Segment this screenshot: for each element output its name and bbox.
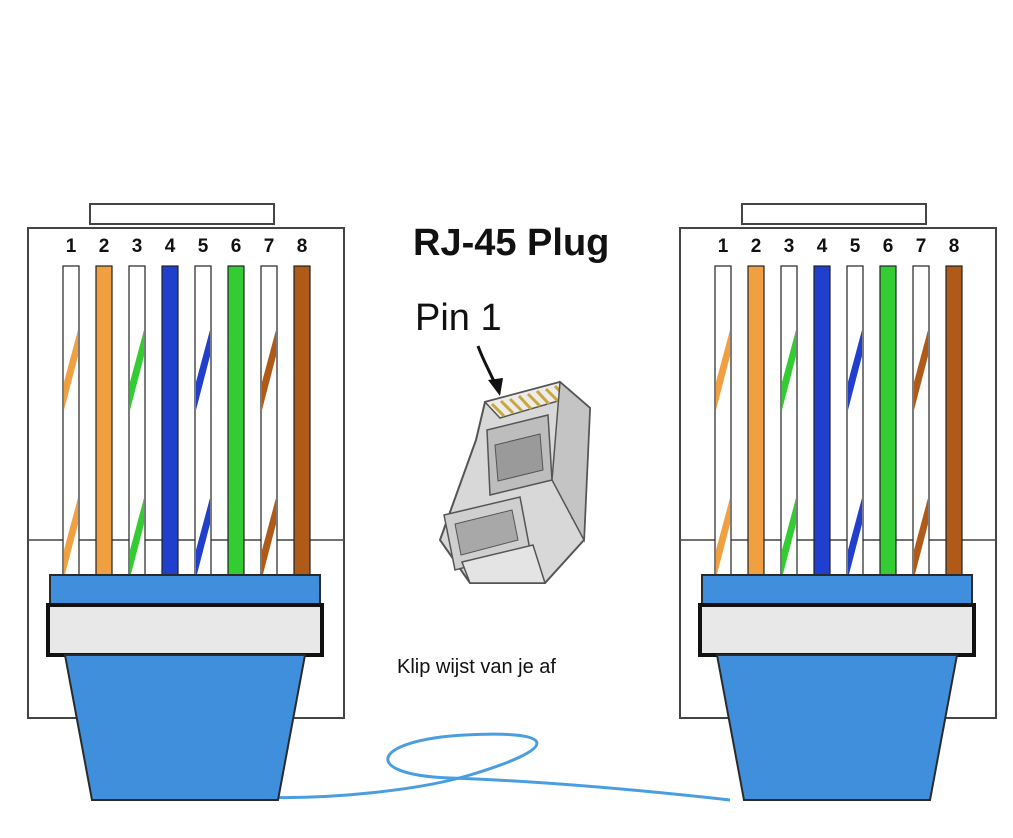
wire-pin-7 bbox=[260, 265, 278, 583]
wire-body bbox=[293, 265, 311, 583]
pin-1-label: Pin 1 bbox=[415, 297, 502, 339]
pin-number: 3 bbox=[132, 236, 143, 257]
cable-boot bbox=[715, 654, 959, 801]
wire-body bbox=[227, 265, 245, 583]
wire-pin-4 bbox=[813, 265, 831, 583]
pin-number: 7 bbox=[916, 236, 927, 257]
wire-stripe bbox=[782, 330, 796, 410]
wire-body bbox=[161, 265, 179, 583]
wire-pin-5 bbox=[846, 265, 864, 583]
connecting-cable bbox=[254, 732, 731, 802]
wire-pin-1 bbox=[62, 265, 80, 583]
wire-pin-7 bbox=[912, 265, 930, 583]
wire-stripe bbox=[196, 498, 210, 578]
strain-relief-band bbox=[46, 603, 324, 657]
wire-pin-1 bbox=[714, 265, 732, 583]
wire-pin-8 bbox=[945, 265, 963, 583]
wire-stripe bbox=[64, 330, 78, 410]
cable-boot bbox=[63, 654, 307, 801]
wire-pin-5 bbox=[194, 265, 212, 583]
wire-pin-3 bbox=[128, 265, 146, 583]
wire-pin-2 bbox=[747, 265, 765, 583]
plug-right: 1 2 3 4 5 6 7 8 bbox=[679, 203, 997, 801]
clip-note: Klip wijst van je af bbox=[397, 656, 556, 678]
diagram-title: RJ-45 Plug bbox=[413, 222, 609, 264]
wire-stripe bbox=[782, 498, 796, 578]
pin-number: 5 bbox=[198, 236, 209, 257]
wire-stripe bbox=[716, 498, 730, 578]
wire-body bbox=[813, 265, 831, 583]
wire-pin-6 bbox=[879, 265, 897, 583]
wire-body bbox=[747, 265, 765, 583]
wire-stripe bbox=[64, 498, 78, 578]
pin-number: 5 bbox=[850, 236, 861, 257]
wire-stripe bbox=[914, 330, 928, 410]
wire-pin-3 bbox=[780, 265, 798, 583]
wire-pin-8 bbox=[293, 265, 311, 583]
pin-number: 4 bbox=[165, 236, 176, 257]
wire-pin-4 bbox=[161, 265, 179, 583]
pin-number: 1 bbox=[718, 236, 729, 257]
wire-body bbox=[879, 265, 897, 583]
wire-stripe bbox=[130, 330, 144, 410]
wire-pin-2 bbox=[95, 265, 113, 583]
plug-left: 1 2 3 4 5 6 7 8 bbox=[27, 203, 345, 801]
pin-number: 8 bbox=[949, 236, 960, 257]
wire-stripe bbox=[130, 498, 144, 578]
pin-number: 1 bbox=[66, 236, 77, 257]
wire-stripe bbox=[262, 498, 276, 578]
pin-number: 2 bbox=[751, 236, 762, 257]
wire-stripe bbox=[848, 498, 862, 578]
wire-stripe bbox=[262, 330, 276, 410]
wire-body bbox=[945, 265, 963, 583]
wire-stripe bbox=[196, 330, 210, 410]
pin-number: 7 bbox=[264, 236, 275, 257]
pin-number: 4 bbox=[817, 236, 828, 257]
clip-tab bbox=[89, 203, 275, 225]
strain-relief-band bbox=[698, 603, 976, 657]
pin-number: 6 bbox=[231, 236, 242, 257]
wire-stripe bbox=[914, 498, 928, 578]
rj45-plug-illustration bbox=[438, 380, 592, 584]
pin-number: 3 bbox=[784, 236, 795, 257]
wire-body bbox=[95, 265, 113, 583]
pin-number: 8 bbox=[297, 236, 308, 257]
wire-stripe bbox=[848, 330, 862, 410]
clip-tab bbox=[741, 203, 927, 225]
pin-number: 6 bbox=[883, 236, 894, 257]
pin-1-arrow bbox=[476, 345, 503, 396]
wire-stripe bbox=[716, 330, 730, 410]
wire-pin-6 bbox=[227, 265, 245, 583]
plug-contacts bbox=[490, 384, 569, 418]
pin-number: 2 bbox=[99, 236, 110, 257]
